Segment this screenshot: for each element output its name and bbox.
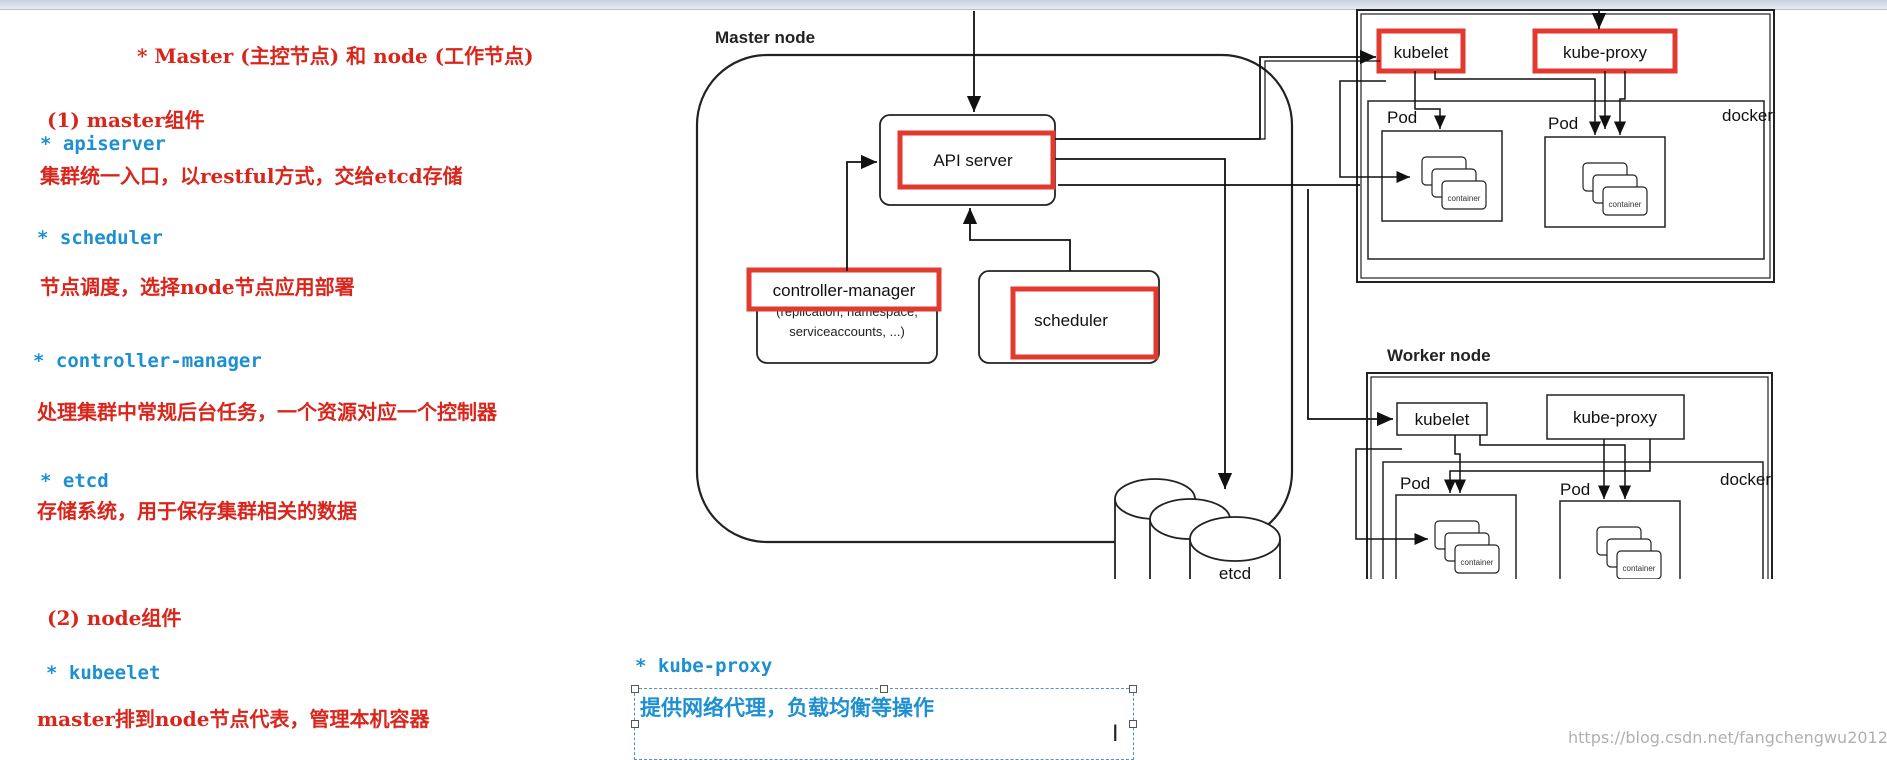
kube-proxy-box [1546, 394, 1685, 440]
etcd-label: etcd [1219, 564, 1251, 579]
docker-top-frame [1367, 100, 1765, 260]
api-server-highlight [897, 130, 1056, 190]
kubeproxy-desc[interactable]: 提供网络代理，负载均衡等操作 [640, 695, 934, 720]
controller-manager-label: controller-manager [773, 281, 916, 300]
kubelet-label: kubelet [1415, 410, 1470, 429]
apiserver-name: * apiserver [40, 133, 166, 155]
scheduler-name: * scheduler [37, 227, 163, 249]
scheduler-box [978, 270, 1160, 364]
resize-handle[interactable] [880, 685, 888, 693]
cm-subtext-2: serviceaccounts, ...) [789, 324, 905, 339]
text-cursor-icon: I [1112, 722, 1119, 747]
kubelet-top-label: kubelet [1394, 43, 1449, 62]
kube-proxy-top-label: kube-proxy [1563, 43, 1648, 62]
container-label: container [1609, 200, 1642, 209]
kube-proxy-label: kube-proxy [1573, 408, 1658, 427]
kubelet-desc: master排到node节点代表，管理本机容器 [37, 707, 430, 731]
resize-handle[interactable] [631, 720, 639, 728]
scheduler-desc: 节点调度，选择node节点应用部署 [40, 275, 355, 299]
kube-proxy-top-highlight [1532, 28, 1678, 74]
cm-desc: 处理集群中常规后台任务，一个资源对应一个控制器 [37, 400, 497, 424]
k8s-architecture-diagram: Master node API server (replication, nam… [695, 9, 1775, 579]
pod-top-2-label: Pod [1548, 114, 1578, 133]
watermark: https://blog.csdn.net/fangchengwu2012 [1568, 728, 1887, 747]
apiserver-desc: 集群统一入口，以restful方式，交给etcd存储 [40, 164, 463, 188]
scheduler-highlight [1010, 286, 1159, 360]
etcd-desc: 存储系统，用于保存集群相关的数据 [37, 499, 357, 523]
docker-top-label: docker [1722, 106, 1773, 125]
api-server-label: API server [933, 151, 1013, 170]
etcd-cylinders: etcd [1114, 478, 1281, 579]
master-node-frame [695, 53, 1294, 544]
container-label: container [1448, 194, 1481, 203]
cm-name: * controller-manager [33, 350, 262, 372]
resize-handle[interactable] [1129, 685, 1137, 693]
worker-node-frame [1366, 372, 1773, 579]
window-top-bar [0, 0, 1887, 10]
pod-2-label: Pod [1560, 480, 1590, 499]
master-heading: (1) master组件 [47, 108, 205, 132]
docker-frame [1382, 461, 1764, 579]
kubelet-box [1396, 402, 1488, 436]
resize-handle[interactable] [1129, 720, 1137, 728]
worker-node-label: Worker node [1387, 346, 1491, 365]
pod-top-1-label: Pod [1387, 108, 1417, 127]
pod-1-label: Pod [1400, 474, 1430, 493]
node-heading: (2) node组件 [47, 606, 182, 630]
container-label: container [1461, 558, 1494, 567]
master-node-label: Master node [715, 28, 815, 47]
docker-label: docker [1720, 470, 1771, 489]
kubelet-name: * kubeelet [46, 662, 161, 684]
worker-node-top-frame [1356, 9, 1775, 283]
resize-handle[interactable] [631, 685, 639, 693]
container-label: container [1623, 564, 1656, 573]
kubelet-top-highlight [1376, 28, 1466, 74]
kubeproxy-name: * kube-proxy [635, 655, 773, 677]
notes-title: * Master (主控节点) 和 node (工作节点) [137, 44, 534, 68]
controller-manager-highlight [746, 267, 942, 312]
scheduler-label: scheduler [1034, 311, 1108, 330]
etcd-name: * etcd [40, 470, 109, 492]
